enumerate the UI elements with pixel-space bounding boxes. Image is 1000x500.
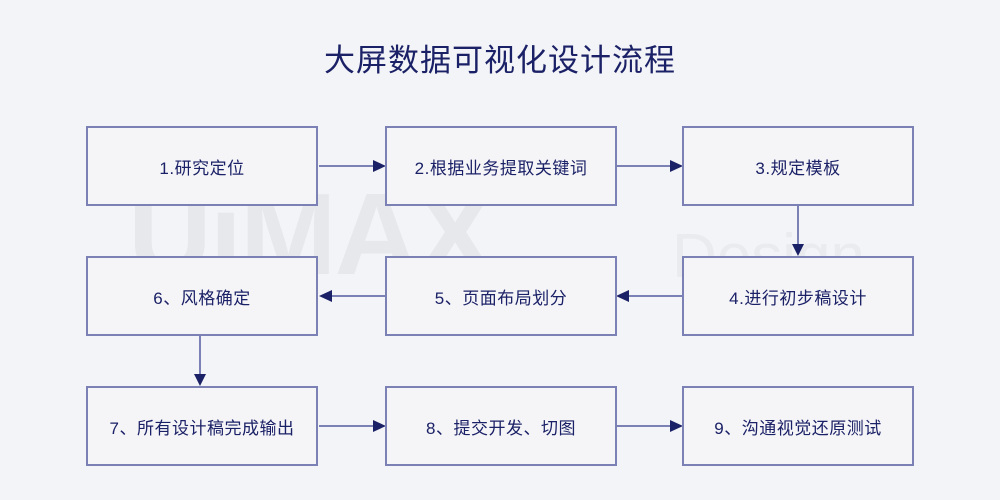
flow-node-label: 5、页面布局划分 [434,288,568,308]
flow-arrow-7-to-8 [319,419,386,433]
flow-arrow-4-to-5 [616,289,683,303]
flow-arrow-5-to-6 [319,289,386,303]
flow-node-6: 6、风格确定 [86,256,318,336]
flow-node-8: 8、提交开发、切图 [385,386,617,466]
flow-node-5: 5、页面布局划分 [385,256,617,336]
flow-arrow-8-to-9 [616,419,683,433]
flow-node-4: 4.进行初步稿设计 [682,256,914,336]
flow-node-label: 3.规定模板 [755,158,841,178]
flow-node-9: 9、沟通视觉还原测试 [682,386,914,466]
page-title: 大屏数据可视化设计流程 [324,43,676,78]
flow-node-label: 6、风格确定 [153,288,251,308]
flow-node-label: 1.研究定位 [159,158,245,178]
flow-node-label: 4.进行初步稿设计 [729,288,867,308]
flow-node-label: 2.根据业务提取关键词 [414,158,588,178]
flow-node-2: 2.根据业务提取关键词 [385,126,617,206]
flow-node-label: 7、所有设计稿完成输出 [109,418,295,438]
flow-node-label: 8、提交开发、切图 [426,418,576,438]
flow-node-3: 3.规定模板 [682,126,914,206]
flow-node-7: 7、所有设计稿完成输出 [86,386,318,466]
flow-arrow-2-to-3 [616,159,683,173]
flow-arrow-3-to-4 [791,206,805,256]
flow-arrow-6-to-7 [193,336,207,386]
flow-arrow-1-to-2 [319,159,386,173]
flow-node-label: 9、沟通视觉还原测试 [714,418,882,438]
flow-node-1: 1.研究定位 [86,126,318,206]
